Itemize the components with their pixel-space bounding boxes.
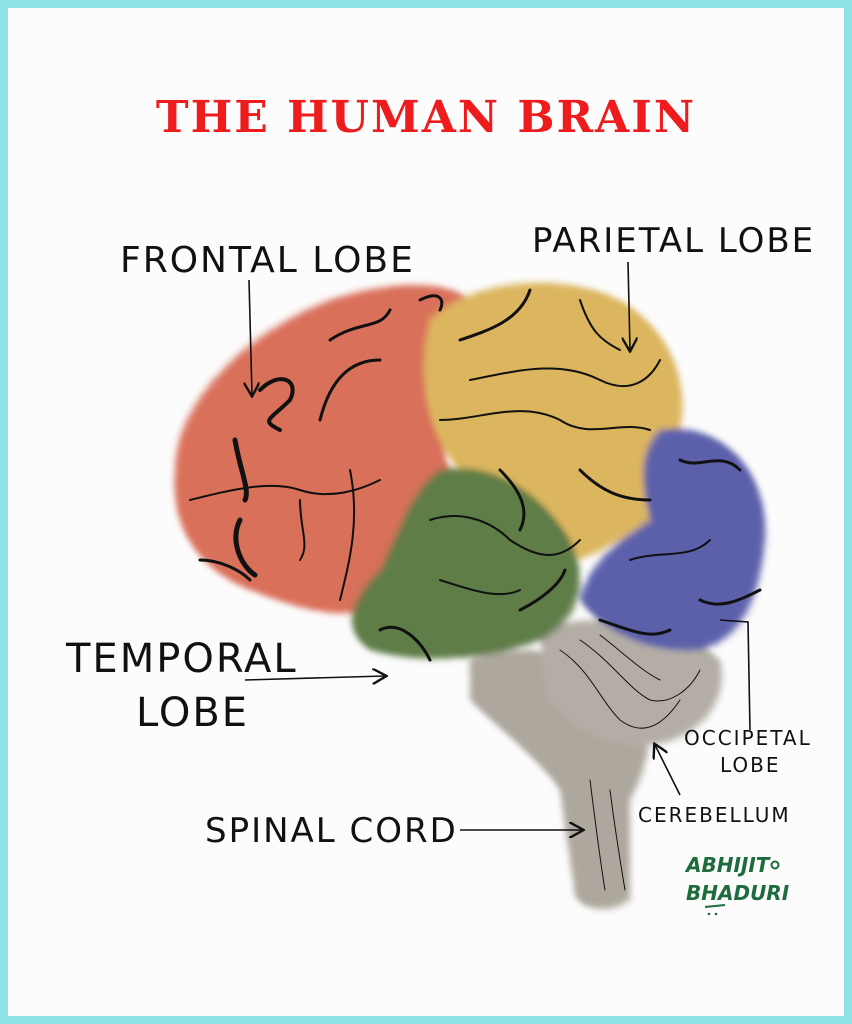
cerebellum-arrow xyxy=(655,745,681,796)
temporal-arrow xyxy=(244,676,385,680)
brain-folds xyxy=(189,288,762,891)
temporal-lobe-label-line2: LOBE xyxy=(136,690,249,736)
page-title: THE HUMAN BRAIN xyxy=(156,92,696,143)
cerebellum-label: CEREBELLUM xyxy=(638,803,791,827)
parietal-arrow xyxy=(628,261,630,350)
svg-text:BHADURI: BHADURI xyxy=(686,881,790,905)
parietal-lobe-region xyxy=(424,282,683,560)
artist-signature: ABHIJIT BHADURI xyxy=(684,853,790,916)
frontal-lobe-label: FRONTAL LOBE xyxy=(120,240,415,281)
frontal-arrow xyxy=(249,279,252,395)
temporal-lobe-label-line1: TEMPORAL xyxy=(65,636,298,682)
spinal-cord-label: SPINAL CORD xyxy=(205,811,458,851)
frontal-lobe-region xyxy=(174,285,470,614)
svg-text:ABHIJIT: ABHIJIT xyxy=(684,853,771,877)
occipital-lobe-label-line2: LOBE xyxy=(720,753,781,777)
cerebellum-region xyxy=(540,620,722,746)
occipital-arrow xyxy=(719,619,751,731)
occipital-lobe-label-line1: OCCIPETAL xyxy=(684,726,812,750)
parietal-lobe-label: PARIETAL LOBE xyxy=(532,221,815,261)
occipital-lobe-region xyxy=(580,428,766,651)
